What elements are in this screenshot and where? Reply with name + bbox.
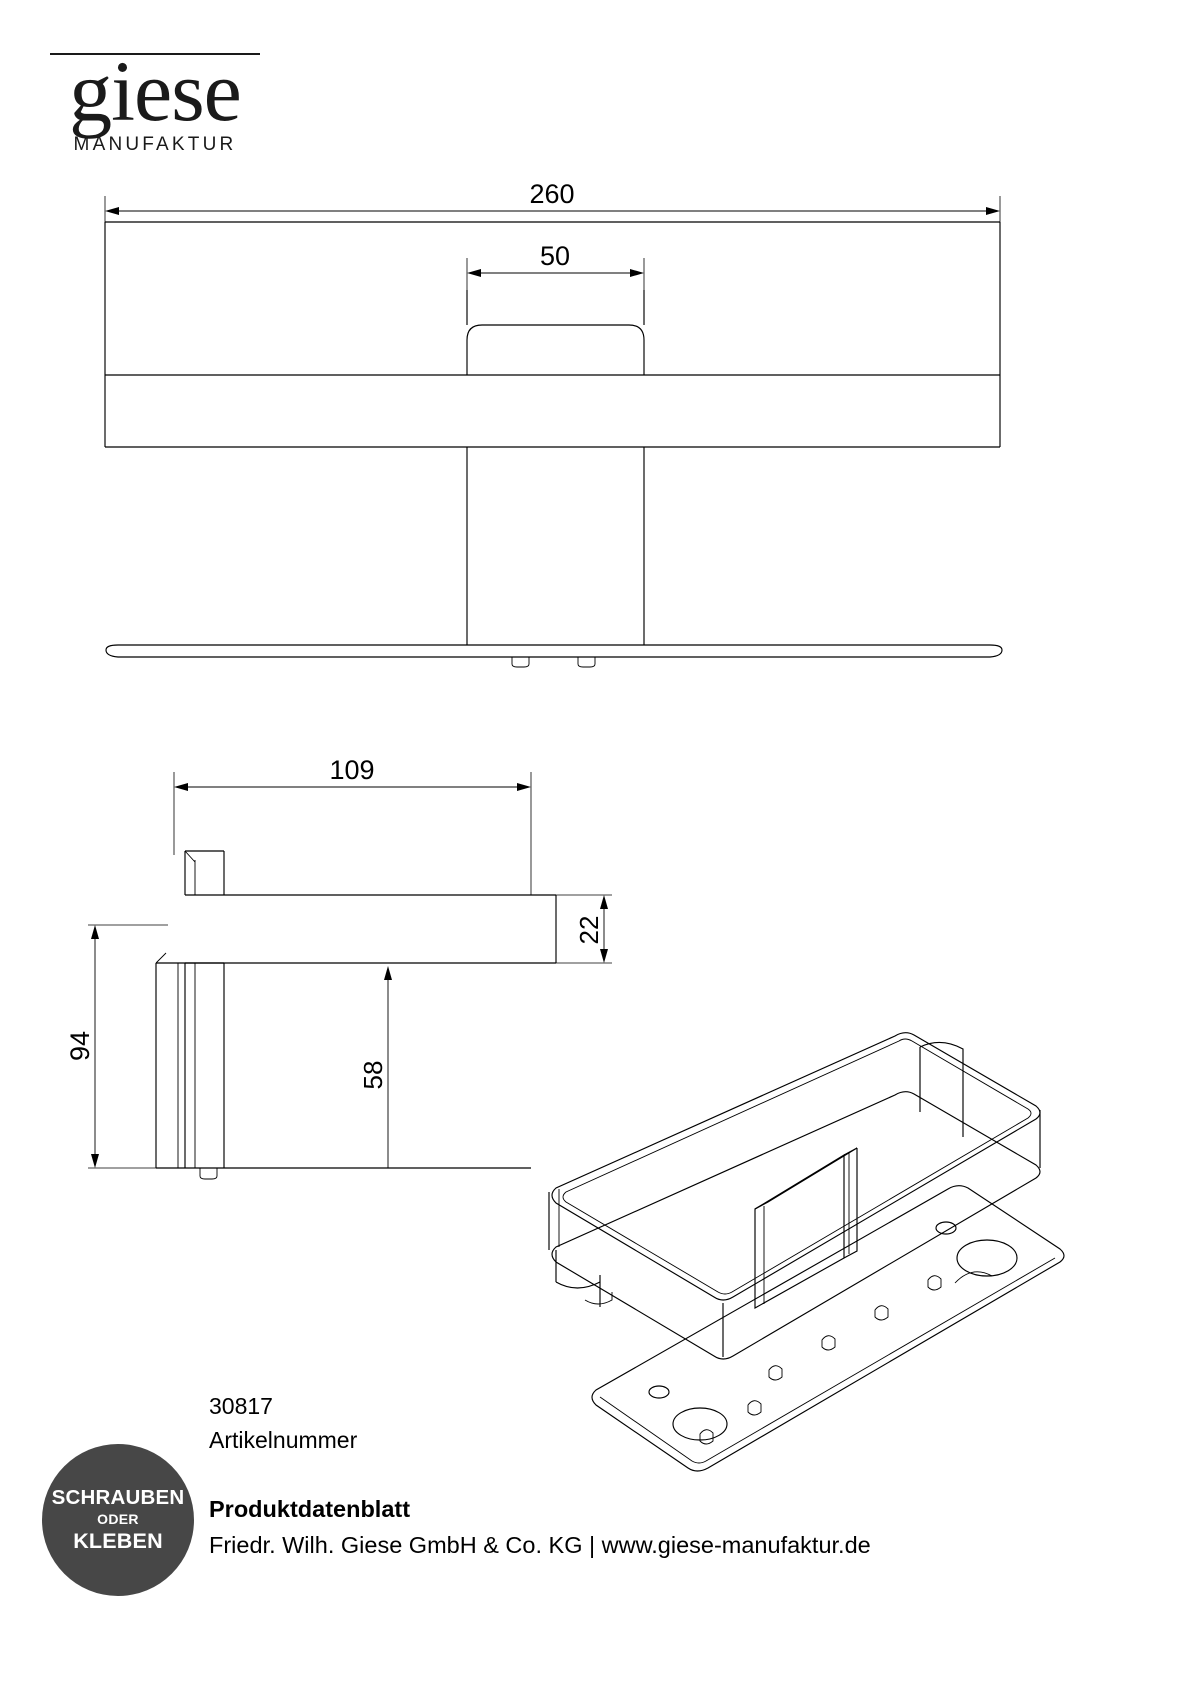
dim-94-label: 94 [65,1031,95,1061]
brand-logo: giese MANUFAKTUR [40,43,270,155]
isometric-view-group [548,1032,1065,1472]
document-title: Produktdatenblatt [209,1496,411,1522]
article-number-label: Artikelnummer [209,1427,358,1453]
badge-line-2: ODER [97,1511,139,1527]
logo-rule [50,53,260,55]
mounting-badge: SCHRAUBEN ODER KLEBEN [42,1444,194,1596]
dim-109-label: 109 [329,755,374,785]
badge-line-3: KLEBEN [73,1529,163,1553]
dim-260-label: 260 [529,179,574,209]
badge-line-1: SCHRAUBEN [51,1486,185,1509]
brand-subtitle: MANUFAKTUR [73,134,237,155]
top-view-group: 260 50 [104,179,1003,668]
dim-22-label: 22 [574,916,604,945]
article-number: 30817 [209,1393,273,1419]
dim-50-label: 50 [540,241,570,271]
company-line: Friedr. Wilh. Giese GmbH & Co. KG | www.… [209,1532,871,1558]
side-view-group: 109 94 22 58 [65,755,612,1180]
brand-name: giese [69,43,242,139]
dim-58-label: 58 [358,1061,388,1090]
